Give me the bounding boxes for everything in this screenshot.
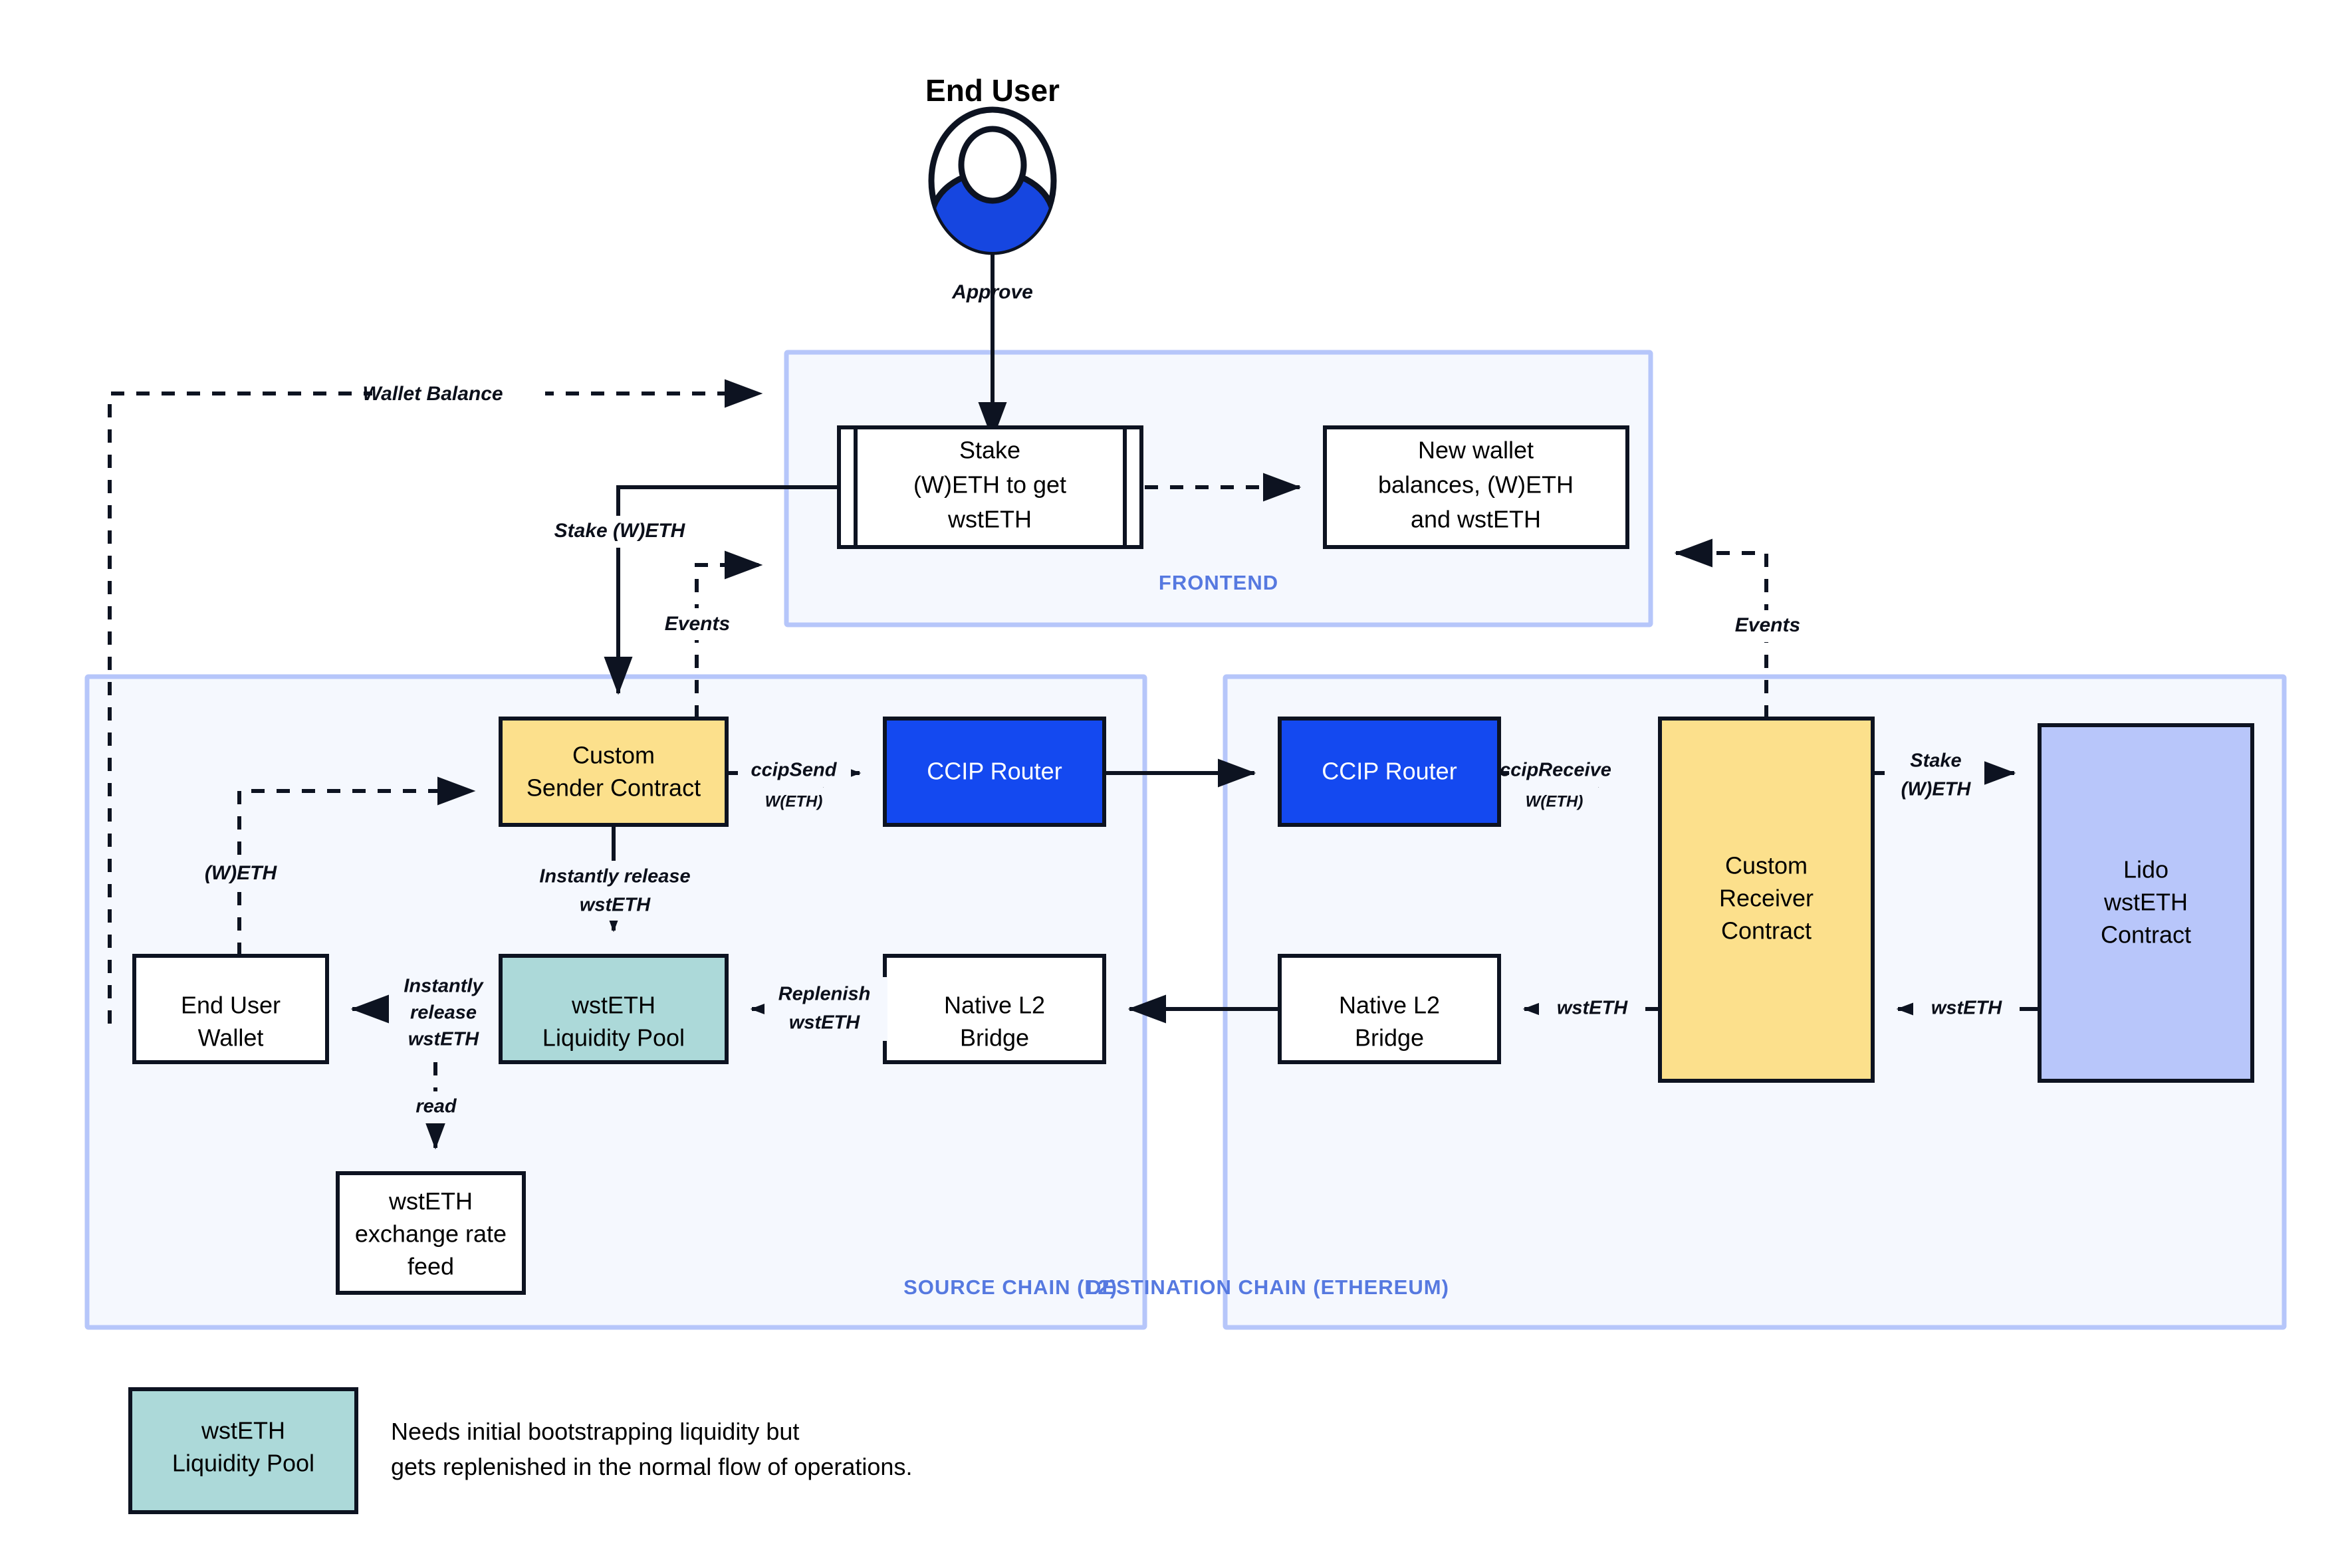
svg-text:Contract: Contract (2101, 921, 2191, 949)
edge-label-wallet-balance: Wallet Balance (362, 383, 503, 405)
node-custom-receiver-contract-label: Custom (1725, 852, 1808, 879)
svg-text:(W)ETH: (W)ETH (1901, 779, 1972, 800)
edge-wsteth-lido-receiver: wstETH (1896, 992, 2040, 1025)
user-avatar-icon (928, 106, 1057, 255)
svg-text:Sender Contract: Sender Contract (527, 774, 701, 802)
legend-swatch (128, 1387, 358, 1514)
node-stake-form-label: Stake (959, 437, 1020, 464)
edge-label-stake-weth-lido: Stake (1910, 750, 1961, 772)
node-end-user-wallet-label: End User (181, 992, 281, 1019)
node-custom-sender-contract-label: Custom (572, 742, 655, 769)
node-lido-wsteth-contract: Lido wstETH Contract (2038, 723, 2254, 1083)
edge-stake-weth-lido: Stake (W)ETH (1873, 746, 2016, 806)
node-lido-wsteth-contract-label: Lido (2123, 856, 2169, 883)
node-wsteth-liquidity-pool-label: wstETH (571, 992, 655, 1019)
legend-note-line2: gets replenished in the normal flow of o… (391, 1453, 912, 1480)
svg-text:wstETH: wstETH (789, 1012, 860, 1034)
node-native-l2-bridge-source: Native L2 Bridge (883, 954, 1106, 1064)
edge-label-ccip-receive: ccipReceive (1500, 760, 1611, 781)
actor-end-user: End User Approve (925, 73, 1060, 441)
node-new-wallet-balances: New wallet balances, (W)ETH and wstETH (1323, 425, 1629, 549)
end-user-title: End User (925, 73, 1060, 108)
edge-label-instantly-release-wallet: Instantly (404, 976, 484, 997)
svg-text:wstETH: wstETH (408, 1029, 479, 1050)
node-ccip-router-destination[interactable]: CCIP Router (1278, 717, 1501, 827)
svg-text:(W)ETH to get: (W)ETH to get (913, 471, 1066, 499)
edge-label-replenish: Replenish (778, 984, 871, 1005)
node-wsteth-liquidity-pool: wstETH Liquidity Pool (499, 954, 729, 1064)
node-native-l2-bridge-destination: Native L2 Bridge (1278, 954, 1501, 1064)
svg-text:Wallet: Wallet (198, 1024, 264, 1052)
node-ccip-router-destination-label: CCIP Router (1322, 758, 1457, 785)
node-stake-form[interactable]: Stake (W)ETH to get wstETH (837, 425, 1143, 549)
node-custom-receiver-contract[interactable]: Custom Receiver Contract (1658, 717, 1875, 1083)
legend-note-line1: Needs initial bootstrapping liquidity bu… (391, 1418, 799, 1445)
node-ccip-router-source-label: CCIP Router (927, 758, 1062, 785)
svg-text:wstETH: wstETH (580, 895, 651, 916)
edge-events-source: Events (648, 550, 763, 719)
edge-ccip-send: ccipSend W(ETH) (727, 756, 862, 810)
container-frontend-label: FRONTEND (1159, 571, 1278, 594)
svg-text:and wstETH: and wstETH (1411, 506, 1541, 533)
edge-instantly-release-pool: Instantly release wstETH (538, 825, 695, 933)
edge-label-ccip-send: ccipSend (751, 760, 838, 781)
edge-ccip-receive: ccipReceive W(ETH) (1499, 756, 1639, 810)
edge-replenish: Replenish wstETH (750, 977, 887, 1041)
edge-label-read: read (415, 1096, 457, 1117)
svg-text:Liquidity Pool: Liquidity Pool (172, 1450, 314, 1477)
node-new-wallet-balances-label: New wallet (1418, 437, 1534, 464)
edge-label-ccip-send-sub: W(ETH) (765, 792, 823, 810)
legend: wstETH Liquidity Pool Needs initial boot… (128, 1387, 912, 1514)
svg-text:Contract: Contract (1721, 917, 1812, 945)
node-end-user-wallet: End User Wallet (132, 954, 329, 1064)
legend-swatch-label: wstETH (201, 1417, 285, 1444)
svg-text:Bridge: Bridge (1355, 1024, 1424, 1052)
edge-events-destination: Events (1674, 538, 1821, 719)
svg-text:wstETH: wstETH (2103, 889, 2188, 916)
svg-text:Receiver: Receiver (1719, 885, 1814, 912)
node-native-l2-bridge-destination-label: Native L2 (1339, 992, 1440, 1019)
svg-text:Bridge: Bridge (960, 1024, 1029, 1052)
svg-text:Liquidity Pool: Liquidity Pool (542, 1024, 685, 1052)
node-native-l2-bridge-source-label: Native L2 (944, 992, 1045, 1019)
edge-instantly-release-wallet: Instantly release wstETH (350, 970, 501, 1060)
edge-label-events-destination: Events (1735, 614, 1800, 636)
edge-label-stake-weth: Stake (W)ETH (554, 520, 686, 542)
edge-label-weth: (W)ETH (205, 862, 278, 884)
node-custom-sender-contract[interactable]: Custom Sender Contract (499, 717, 729, 827)
edge-read: read (396, 1062, 476, 1150)
edge-label-ccip-receive-sub: W(ETH) (1526, 792, 1584, 810)
svg-text:release: release (410, 1002, 477, 1024)
edge-wallet-balance: Wallet Balance (108, 376, 763, 1024)
node-wsteth-exchange-rate-feed-label: wstETH (388, 1188, 473, 1215)
edge-label-wsteth-lido: wstETH (1931, 998, 2002, 1019)
edge-label-approve: Approve (951, 281, 1033, 303)
edge-stake-weth: Stake (W)ETH (538, 485, 839, 695)
svg-text:wstETH: wstETH (947, 506, 1032, 533)
edge-label-wsteth-receiver: wstETH (1557, 998, 1628, 1019)
edge-label-instantly-release-pool: Instantly release (539, 866, 690, 887)
container-source-chain-label: SOURCE CHAIN (L2) (903, 1276, 1117, 1299)
edge-wsteth-receiver-bridge: wstETH (1522, 992, 1660, 1025)
node-wsteth-exchange-rate-feed: wstETH exchange rate feed (336, 1171, 526, 1295)
svg-text:exchange rate: exchange rate (355, 1220, 507, 1248)
node-ccip-router-source[interactable]: CCIP Router (883, 717, 1106, 827)
container-destination-chain-label: DESTINATION CHAIN (ETHEREUM) (1086, 1276, 1449, 1299)
edge-weth-in: (W)ETH (183, 776, 476, 956)
svg-text:balances, (W)ETH: balances, (W)ETH (1378, 471, 1574, 499)
edge-label-events-source: Events (665, 613, 730, 635)
svg-text:feed: feed (408, 1253, 454, 1280)
